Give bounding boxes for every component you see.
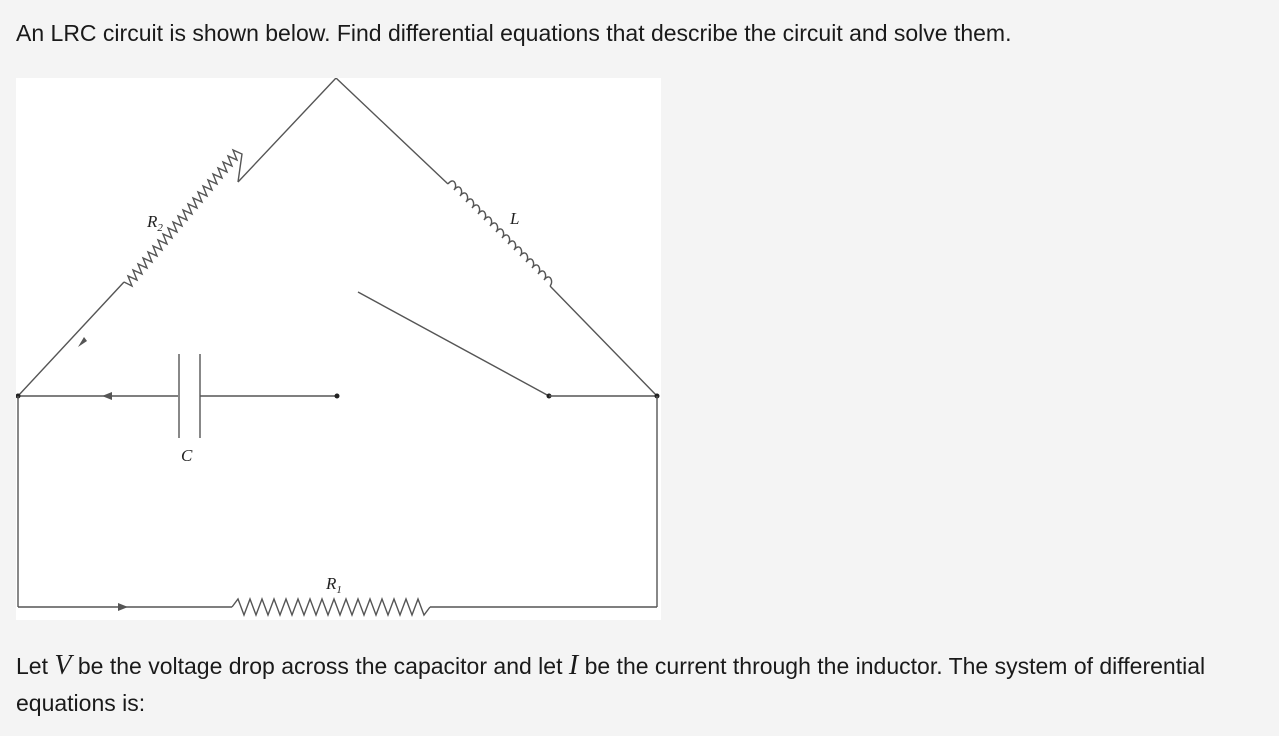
wire-right-lower bbox=[549, 285, 658, 397]
variable-i: I bbox=[568, 650, 579, 681]
problem-statement: Let V be the voltage drop across the cap… bbox=[16, 647, 1266, 722]
label-c: C bbox=[181, 446, 193, 465]
statement-part2: be the voltage drop across the capacitor… bbox=[71, 653, 569, 679]
label-r2: R2 bbox=[146, 212, 163, 234]
label-l: L bbox=[509, 209, 519, 228]
wire-right-upper bbox=[335, 78, 449, 185]
circuit-svg: R2 L C R1 bbox=[16, 78, 660, 617]
variable-v: V bbox=[54, 650, 72, 681]
arrow-bottom bbox=[118, 603, 128, 611]
inductor-l bbox=[447, 180, 553, 287]
switch-blade bbox=[357, 291, 550, 397]
statement-part3: be the current through the inductor. The… bbox=[16, 653, 1206, 716]
circuit-diagram: R2 L C R1 bbox=[16, 78, 661, 620]
resistor-r1 bbox=[231, 597, 431, 617]
arrow-left-branch bbox=[78, 337, 87, 347]
label-r1: R1 bbox=[325, 574, 342, 596]
wire-left-lower bbox=[17, 281, 125, 397]
statement-part1: Let bbox=[16, 653, 55, 679]
switch-terminal-left bbox=[334, 393, 340, 399]
resistor-r2 bbox=[123, 148, 243, 288]
question-text: An LRC circuit is shown below. Find diff… bbox=[16, 20, 1012, 46]
arrow-cap-branch bbox=[102, 392, 112, 400]
wire-left-upper bbox=[237, 78, 337, 183]
